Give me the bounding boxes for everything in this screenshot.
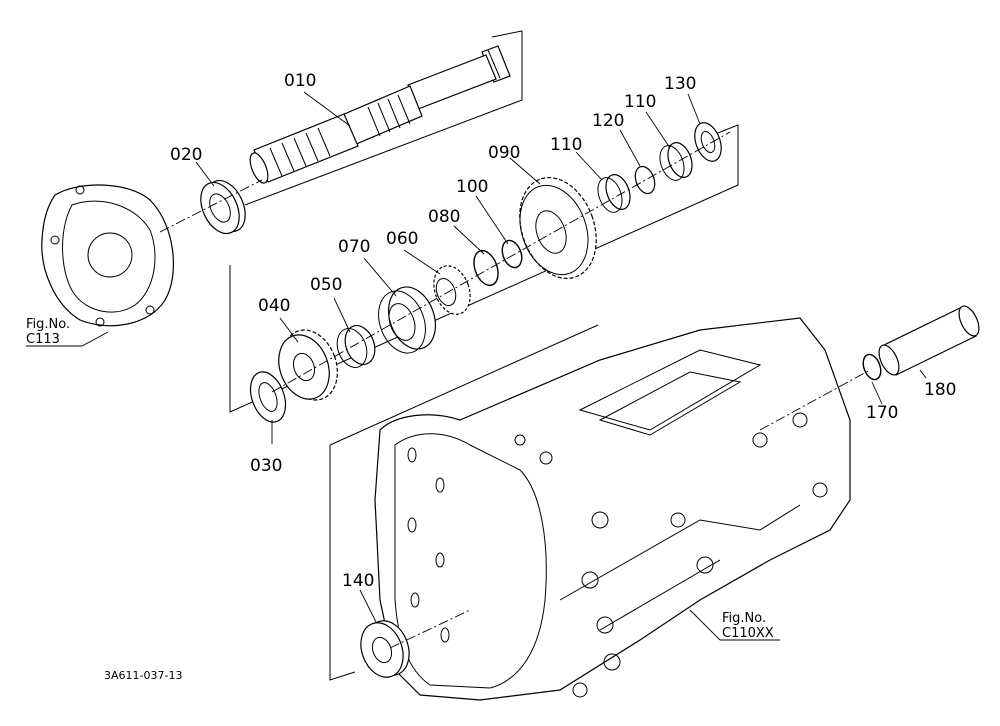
flywheel-housing <box>41 184 175 327</box>
part-180: 180 <box>924 380 956 400</box>
bearing-020 <box>200 179 246 235</box>
figure-ref-c113-line1: Fig.No. <box>26 317 70 332</box>
part-120: 120 <box>592 111 624 131</box>
circlip-080 <box>473 249 499 287</box>
part-050: 050 <box>310 275 342 295</box>
bearing-110-a <box>597 174 631 213</box>
figure-ref-c113[interactable]: Fig.No. C113 <box>26 317 70 347</box>
part-130: 130 <box>664 74 696 94</box>
seal-140 <box>360 620 410 678</box>
gear-090 <box>519 177 597 279</box>
part-100: 100 <box>456 177 488 197</box>
leader-lines <box>26 91 927 641</box>
centre-lines <box>159 131 871 649</box>
collar-120 <box>634 165 656 195</box>
part-010: 010 <box>284 71 316 91</box>
part-070: 070 <box>338 237 370 257</box>
part-020: 020 <box>170 145 202 165</box>
part-140: 140 <box>342 571 374 591</box>
part-030: 030 <box>250 456 282 476</box>
group-frames <box>229 30 739 681</box>
part-110-a: 110 <box>550 135 582 155</box>
part-060: 060 <box>386 229 418 249</box>
gear-040 <box>278 329 338 401</box>
figure-ref-c110xx[interactable]: Fig.No. C110XX <box>722 611 774 641</box>
part-080: 080 <box>428 207 460 227</box>
bearing-110-b <box>659 142 693 181</box>
drawing-number: 3A611-037-13 <box>104 669 182 682</box>
snap-ring-170 <box>862 353 882 381</box>
figure-ref-c110xx-line1: Fig.No. <box>722 611 766 626</box>
circlip-100 <box>501 239 523 269</box>
main-shaft <box>249 45 511 184</box>
part-040: 040 <box>258 296 290 316</box>
sleeve-180 <box>878 305 980 376</box>
figure-ref-c113-line2: C113 <box>26 332 60 347</box>
part-090: 090 <box>488 143 520 163</box>
part-170: 170 <box>866 403 898 423</box>
coupler-070 <box>378 286 436 354</box>
figure-ref-c110xx-line2: C110XX <box>722 626 774 641</box>
part-110-b: 110 <box>624 92 656 112</box>
washer-030 <box>249 371 287 423</box>
collar-050 <box>336 325 376 368</box>
washer-130 <box>694 122 722 162</box>
callout-labels: 010 020 030 040 050 060 070 080 090 100 … <box>170 71 956 591</box>
transmission-case <box>374 317 851 701</box>
